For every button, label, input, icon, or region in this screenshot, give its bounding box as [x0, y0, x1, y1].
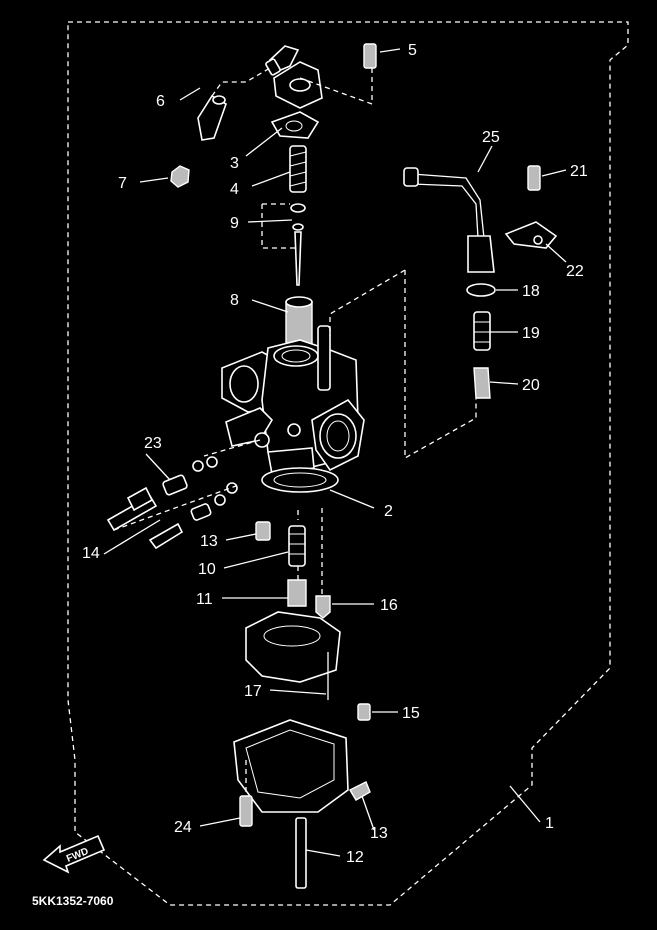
callout-13-upper: 13: [200, 533, 218, 550]
callout-6: 6: [156, 93, 165, 110]
nut-part-7: [170, 165, 190, 188]
callout-8: 8: [230, 292, 239, 309]
plug-part-13-upper: [255, 521, 271, 541]
callout-12: 12: [346, 849, 364, 866]
callout-11: 11: [196, 591, 213, 608]
callout-15: 15: [402, 705, 420, 722]
needle-part-9: [290, 203, 306, 286]
callout-20: 20: [522, 377, 540, 394]
callout-14: 14: [82, 545, 100, 562]
callout-16: 16: [380, 597, 398, 614]
pilot-jet-part-16: [315, 595, 331, 619]
spring-part-4: [289, 145, 307, 193]
callout-1: 1: [545, 815, 554, 832]
starter-cable-assembly: [403, 167, 496, 399]
assembly-dash-lines: [113, 67, 477, 794]
drain-tube-part-12: [295, 817, 307, 889]
screw-part-21: [527, 165, 541, 191]
callout-18: 18: [522, 283, 540, 300]
leader-lines: [103, 48, 567, 857]
diagram-code: 5KK1352-7060: [32, 894, 114, 908]
top-cap-assembly: [265, 45, 323, 139]
callout-2: 2: [384, 503, 393, 520]
assembly-boundary: [67, 21, 629, 906]
callout-5: 5: [408, 42, 417, 59]
callout-13-lower: 13: [370, 825, 388, 842]
float-bowl: [233, 719, 349, 813]
throttle-slide-part-8: [285, 296, 313, 346]
main-jet-part-11: [287, 579, 307, 607]
callout-labels: 1 2 3 4 5 6 7 8 9 10 11 12 13 13 14 15 1…: [82, 42, 588, 866]
callout-23: 23: [144, 435, 162, 452]
bracket-part-22: [504, 221, 558, 249]
callout-17: 17: [244, 683, 262, 700]
gasket-part-2: [261, 467, 339, 493]
callout-7: 7: [118, 175, 127, 192]
screw-part-24: [239, 795, 253, 827]
callout-3: 3: [230, 155, 239, 172]
needle-jet-part-10: [288, 525, 306, 567]
pilot-screw-parts: [106, 456, 238, 550]
carburetor-body: [221, 325, 365, 475]
screw-part-15: [357, 703, 371, 721]
callout-10: 10: [198, 561, 216, 578]
callout-9: 9: [230, 215, 239, 232]
hose-part-6: [197, 94, 227, 141]
callout-21: 21: [570, 163, 588, 180]
callout-22: 22: [566, 263, 584, 280]
fwd-arrow-icon: FWD: [42, 834, 106, 874]
callout-24: 24: [174, 819, 192, 836]
screw-part-13-lower: [349, 781, 371, 801]
callout-19: 19: [522, 325, 540, 342]
screw-part-5: [363, 43, 377, 69]
callout-4: 4: [230, 181, 239, 198]
float: [245, 611, 341, 683]
callout-25: 25: [482, 129, 500, 146]
